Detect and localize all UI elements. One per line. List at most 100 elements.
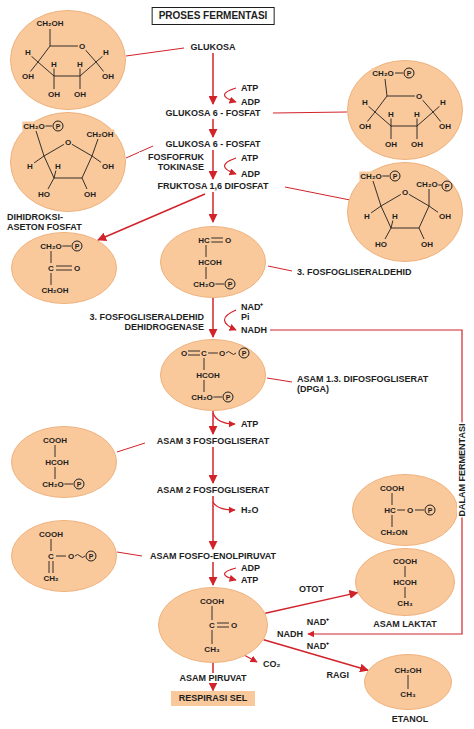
bond-line [64,484,73,485]
bond-line [188,355,200,356]
formula-text: HCOH [392,578,418,587]
circle-fill [348,61,463,160]
formula-text: C [200,349,208,358]
formula-text: H [439,98,447,107]
phosphate-symbol: P [53,121,64,132]
bond-line [367,112,375,122]
formula-text: COOH [199,597,225,606]
circle-shape [11,520,117,592]
formula-text: OH [83,190,97,199]
step-label: ATP [240,575,259,585]
formula-text: CH₂O [190,393,213,402]
phosphate-symbol: P [72,241,83,252]
circle-shape [10,10,126,110]
circle-fill [11,113,126,212]
phosphate-symbol: P [225,279,236,290]
formula-text: CH₃ [399,690,416,699]
bond-line [208,353,218,354]
step-label: FRUKTOSA 1,6 DIFOSFAT [157,181,270,191]
circle-shape [364,654,452,710]
bond-line [405,566,406,577]
compound-circle: OCOPHCOHCH₂OP [160,339,266,411]
phosphate-symbol: P [223,392,234,403]
formula-text: CH₂O [359,172,382,181]
step-label: NADH [240,325,268,335]
bond-line [385,79,387,96]
formula-text: H [26,162,34,171]
formula-text: HO [37,190,51,199]
bond-line [429,189,430,206]
compound-circle: CH₂OPOCH₂OHHOHHOOHH [10,112,126,212]
formula-text: O [230,621,238,630]
bond-line [391,126,392,139]
bond-line [417,126,418,139]
formula-text: H [391,212,399,221]
bond-line [54,76,55,89]
circle-fill [161,340,266,411]
formula-text: HCOH [44,458,70,467]
formula-text: OH [358,122,372,131]
formula-text: C [47,264,55,273]
bond-line [217,627,229,628]
step-label: Pi [240,312,251,322]
step-label: DIHIDROKSI- ASETON FOSFAT [6,212,100,232]
bond-line [53,561,54,573]
step-label: GLUKOSA [190,42,237,52]
formula-text: OH [438,212,452,221]
bond-line [51,251,52,263]
step-label: 3. FOSFOGLISERALDEHID [296,267,413,277]
compound-circle: COOH C O CH₃ [158,587,268,663]
step-label: ASAM 2 FOSFOGLISERAT [156,485,270,495]
bond-line [51,539,52,551]
step-label: CO₂ [262,659,282,669]
bond-line [210,242,223,243]
bond-line [204,380,205,392]
formula-text: H [413,110,421,119]
bond-line [82,178,87,189]
formula-text: COOH [38,530,64,539]
formula-text: H [363,212,371,221]
bond-line [210,238,223,239]
formula-text: CH₂O [371,69,394,78]
compound-circle: COOHHCOHCH₂OP [11,426,117,498]
bond-line [96,62,104,72]
formula-text: CH₂O [415,180,438,189]
bond-line [54,178,82,179]
formula-text: CH₂O [39,242,62,251]
step-label: FOSFOFRUK TOKINASE [139,152,205,172]
formula-text: C [208,621,216,630]
circle-fill [159,588,268,663]
phosphate-symbol: P [390,171,401,182]
bond-line [217,623,229,624]
formula-text: O [180,349,188,358]
formula-text: CH₂OH [35,19,64,28]
formula-text: O [224,236,232,245]
circle-fill [12,521,117,592]
diagram-title: PROSES FERMENTASI [152,7,275,25]
step-label: ATP [240,83,259,93]
bond-line [36,131,44,156]
formula-text: OH [21,72,35,81]
compound-circle: CH₂OPCOCH₂OH [11,232,117,304]
bond-line [395,73,403,74]
bond-line [397,510,405,511]
bond-line [54,68,55,76]
formula-text: COOH [392,557,418,566]
formula-text: H [50,60,58,69]
bond-wave [75,555,85,558]
step-label: ETANOL [391,714,429,724]
process-box: RESPIRASI SEL [171,691,256,706]
formula-text: O [78,42,86,51]
formula-text: CH₃ [203,645,220,654]
formula-text: HC [197,236,211,245]
formula-text: O [67,552,75,561]
step-label: ADP [240,563,261,573]
formula-text: CH₂OH [393,666,422,675]
bond-line [419,206,429,228]
bond-line [382,176,389,177]
formula-text: H [24,48,32,57]
formula-text: OH [101,72,115,81]
step-label: ATP [240,153,259,163]
circle-fill [348,163,463,262]
formula-text: COOH [42,436,68,445]
